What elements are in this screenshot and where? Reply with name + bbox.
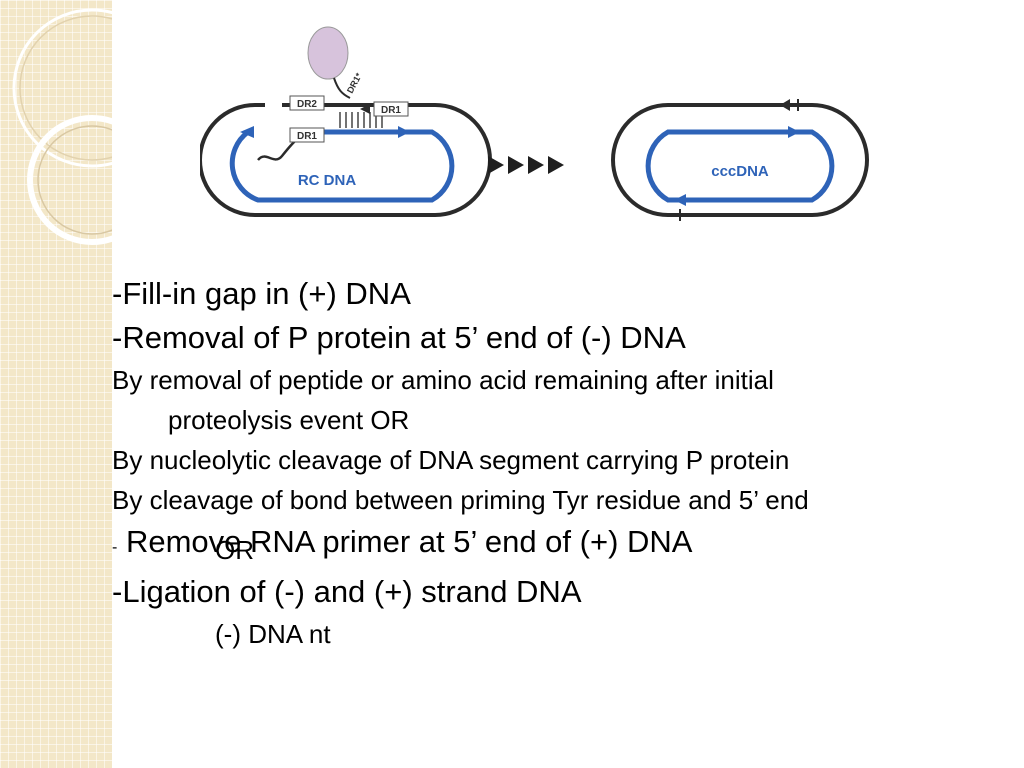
rc-inner-arrowhead	[398, 126, 410, 138]
ccc-inner-arrowhead-top	[788, 126, 800, 138]
dr1-right-label: DR1	[381, 105, 401, 116]
process-arrows	[488, 156, 564, 174]
nucleolytic-cleavage-line: By nucleolytic cleavage of DNA segment c…	[112, 445, 790, 475]
dr1-left-label: DR1	[297, 131, 317, 142]
ccc-outer-strand	[611, 103, 869, 217]
remove-rna-primer-line: Remove RNA primer at 5’ end of (+) DNA	[117, 524, 693, 559]
rc-to-cccdna-diagram: DR2 DR1 DR1 DR1* RC DNA cccDNA	[200, 26, 869, 221]
ccc-inner-arrowhead-bottom	[674, 194, 686, 206]
removal-of-p-protein-line: -Removal of P protein at 5’ end of (-) D…	[112, 320, 686, 355]
dr2-box	[289, 95, 325, 111]
dr1-left-box	[289, 127, 325, 143]
minus-dna-nt: (-) DNA nt	[215, 619, 331, 649]
decorative-circles	[12, 8, 112, 245]
rc-blue-end-arrow	[240, 126, 254, 138]
slide-text: -Fill-in gap in (+) DNA -Removal of P pr…	[112, 272, 982, 649]
proteolysis-event-line: proteolysis event OR	[168, 405, 410, 435]
dr1-right-arrow	[360, 104, 370, 114]
cccdna-label: cccDNA	[711, 163, 769, 180]
removal-of-peptide-line: By removal of peptide or amino acid rema…	[112, 365, 774, 395]
nucleolytic-or: OR	[215, 535, 254, 565]
ligation-line: -Ligation of (-) and (+) strand DNA	[112, 574, 582, 609]
decorative-side-strip	[0, 0, 112, 768]
rc-dna-label: RC DNA	[298, 172, 356, 189]
dr1-star-label: DR1*	[345, 71, 364, 95]
protein-stalk	[333, 77, 351, 99]
tyr-cleavage-line: By cleavage of bond between priming Tyr …	[112, 485, 809, 515]
remove-rna-primer-row: - Remove RNA primer at 5’ end of (+) DNA	[112, 520, 982, 570]
rc-outer-strand	[200, 103, 492, 217]
bullet-dash: -	[112, 539, 118, 556]
dr1-right-box	[373, 101, 409, 117]
ccc-inner-strand	[645, 129, 835, 203]
dr2-label: DR2	[297, 99, 317, 110]
rc-inner-strand	[229, 129, 455, 203]
p-protein-oval	[307, 26, 349, 80]
fill-in-gap-line: -Fill-in gap in (+) DNA	[112, 276, 411, 311]
ccc-outer-arrowhead	[780, 99, 790, 111]
